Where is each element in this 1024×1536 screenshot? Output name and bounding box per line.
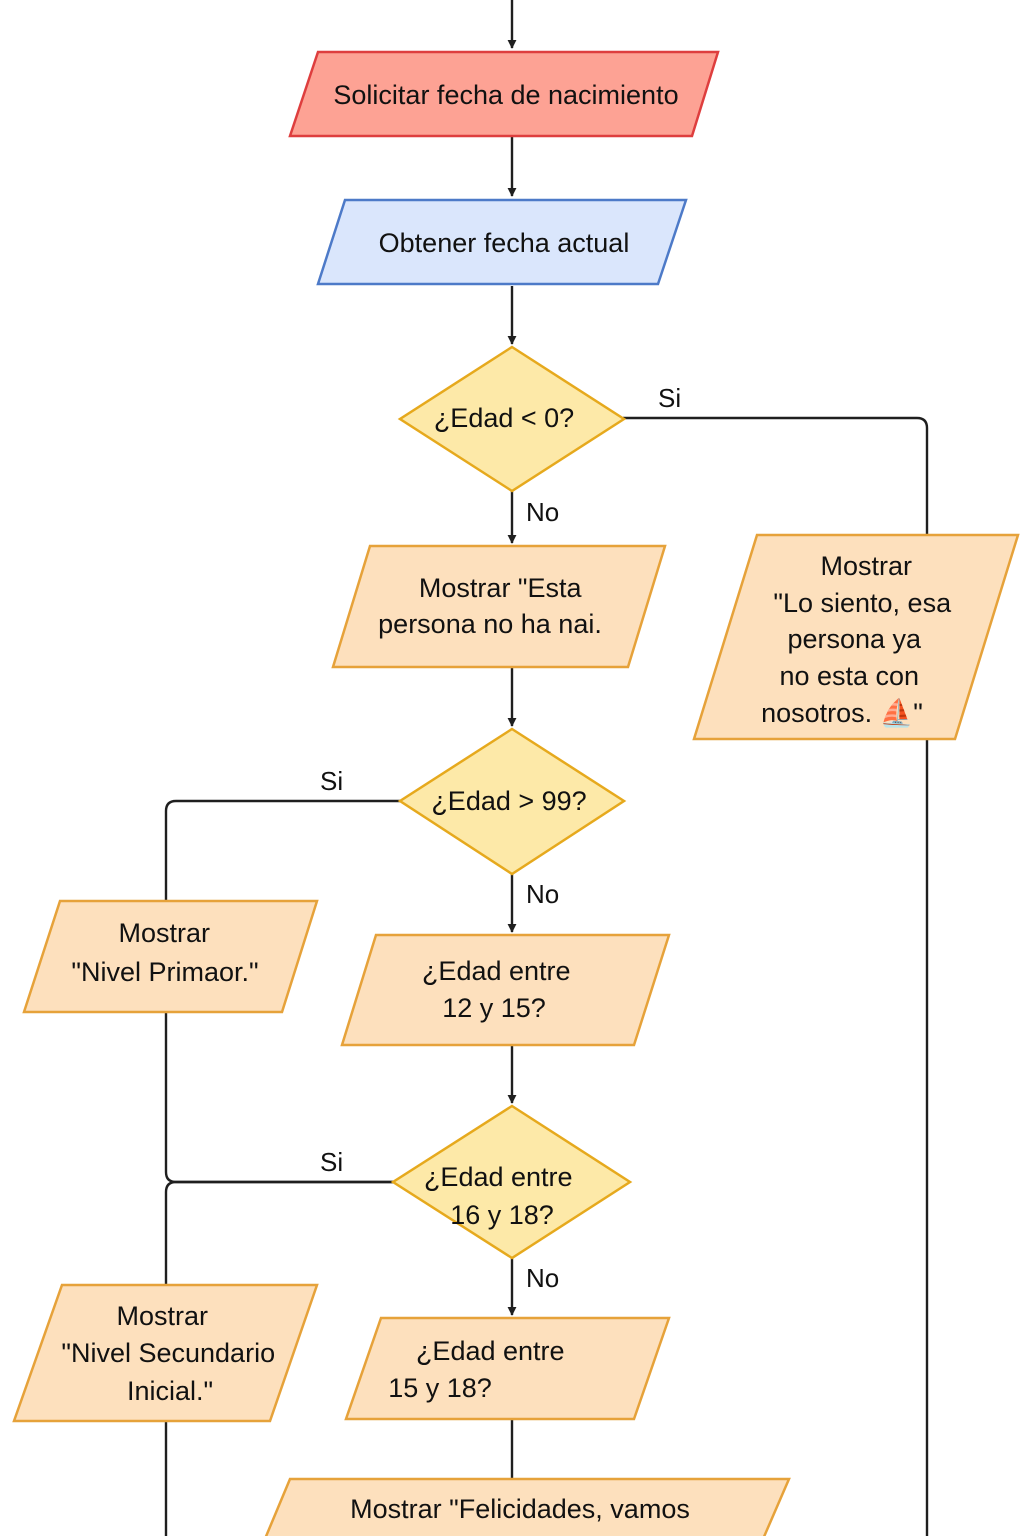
node-solicitar-line-1: Solicitar fecha de nacimiento (333, 80, 678, 110)
connector-edad0-si (623, 416, 929, 534)
node-mostrar-no-nacido-shape (331, 544, 667, 669)
node-mostrar-secundario: Mostrar "Nivel Secundario Inicial." (12, 1283, 319, 1423)
node-solicitar-fecha: Solicitar fecha de nacimiento (288, 50, 720, 138)
svg-text:Mostrar "Lo siento, esa: Mostrar "Lo siento, esa persona ya no es… (761, 551, 958, 728)
label-si-edad16: Si (320, 1147, 343, 1177)
node-edad-mayor-99-line-1: ¿Edad > 99? (431, 786, 586, 816)
svg-text:Obtener fecha actual: Obtener fecha actual (379, 228, 630, 258)
connector-edad99-si (164, 799, 400, 900)
node-edad-15-18-shape (344, 1316, 671, 1421)
node-mostrar-lo-siento: Mostrar "Lo siento, esa persona ya no es… (692, 533, 1020, 741)
node-lo-siento-line-3: persona ya (787, 624, 922, 654)
svg-text:Mostrar "Esta persona no: Mostrar "Esta persona no ha nai. (378, 573, 602, 639)
connector-edad16-si (164, 1180, 393, 1284)
node-edad-12-15-line-2: 12 y 15? (442, 993, 546, 1023)
node-solicitar-shape (288, 50, 720, 138)
connectors (164, 0, 929, 1536)
node-mostrar-primario-shape (22, 899, 319, 1014)
node-mostrar-no-nacido: Mostrar "Esta persona no ha nai. (331, 544, 667, 669)
node-obtener-line-1: Obtener fecha actual (379, 228, 630, 258)
node-edad-12-15-shape (340, 933, 671, 1047)
node-edad-menor-0-line-1: ¿Edad < 0? (434, 403, 574, 433)
label-si-edad0: Si (658, 383, 681, 413)
node-mostrar-primario: Mostrar "Nivel Primaor." (22, 899, 319, 1014)
node-felicidades-line-1: Mostrar "Felicidades, vamos (350, 1494, 690, 1524)
node-edad-16-18-shape (390, 1104, 633, 1260)
node-mostrar-lo-siento-shape (692, 533, 1020, 741)
node-edad-menor-0: ¿Edad < 0? (397, 345, 627, 493)
svg-text:Mostrar "Nivel Secundari: Mostrar "Nivel Secundario Inicial." (61, 1301, 282, 1406)
node-primario-line-2: "Nivel Primaor." (71, 957, 258, 987)
node-edad-12-15: ¿Edad entre 12 y 15? (340, 933, 671, 1047)
svg-text:¿Edad entre 15 y 18?: ¿Edad entre 15 y 18? (388, 1336, 572, 1403)
svg-text:¿Edad entre 12 y 15?: ¿Edad entre 12 y 15? (422, 956, 578, 1023)
node-edad-15-18-line-1: ¿Edad entre (416, 1336, 565, 1366)
label-no-edad16: No (526, 1263, 559, 1293)
node-mostrar-felicidades-shape (264, 1477, 791, 1536)
node-secundario-line-1: Mostrar (116, 1301, 208, 1331)
svg-text:¿Edad entre 16 y 18?: ¿Edad entre 16 y 18? (424, 1162, 580, 1230)
node-lo-siento-line-1: Mostrar (820, 551, 912, 581)
node-obtener-shape (316, 198, 688, 286)
node-secundario-line-2: "Nivel Secundario (61, 1338, 275, 1368)
node-secundario-line-3: Inicial." (127, 1376, 213, 1406)
label-si-edad99: Si (320, 766, 343, 796)
node-lo-siento-line-2: "Lo siento, esa (773, 588, 952, 618)
node-obtener-fecha: Obtener fecha actual (316, 198, 688, 286)
node-edad-mayor-99-shape (397, 727, 627, 876)
node-edad-menor-0-shape (397, 345, 627, 493)
node-edad-16-18-line-2: 16 y 18? (450, 1200, 554, 1230)
node-lo-siento-line-5: nosotros. ⛵" (761, 697, 923, 728)
node-mostrar-no-nacido-line-1: Mostrar "Esta (419, 573, 583, 603)
node-edad-15-18-line-2: 15 y 18? (388, 1373, 492, 1403)
node-mostrar-secundario-shape (12, 1283, 319, 1423)
node-mostrar-felicidades: Mostrar "Felicidades, vamos (264, 1477, 791, 1536)
label-no-edad0: No (526, 497, 559, 527)
node-edad-16-18-line-1: ¿Edad entre (424, 1162, 573, 1192)
node-primario-line-1: Mostrar (118, 918, 210, 948)
node-lo-siento-line-4: no esta con (779, 661, 919, 691)
node-edad-mayor-99: ¿Edad > 99? (397, 727, 627, 876)
edge-labels: Si No Si No Si No (320, 383, 681, 1293)
node-edad-16-18: ¿Edad entre 16 y 18? (390, 1104, 633, 1260)
svg-text:Mostrar "Felicidades, vamos: Mostrar "Felicidades, vamos (350, 1494, 690, 1524)
node-edad-15-18: ¿Edad entre 15 y 18? (344, 1316, 671, 1421)
svg-text:Mostrar "Nivel Primaor.": Mostrar "Nivel Primaor." (71, 918, 258, 987)
svg-text:Solicitar fecha de nacimiento: Solicitar fecha de nacimiento (333, 80, 678, 110)
svg-text:¿Edad < 0?: ¿Edad < 0? (434, 403, 574, 433)
svg-text:¿Edad > 99?: ¿Edad > 99? (431, 786, 586, 816)
node-mostrar-no-nacido-line-2: persona no ha nai. (378, 609, 602, 639)
label-no-edad99: No (526, 879, 559, 909)
node-edad-12-15-line-1: ¿Edad entre (422, 956, 571, 986)
